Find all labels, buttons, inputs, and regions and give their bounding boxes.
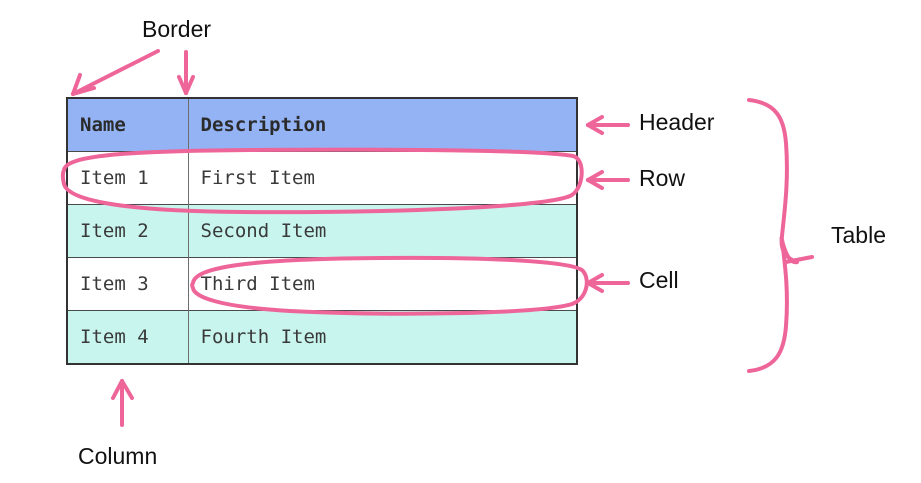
table-row[interactable]: Item 2 Second Item [68, 204, 576, 258]
column-header-description[interactable]: Description [187, 99, 576, 152]
table-brace-icon [747, 98, 814, 373]
cell-description[interactable]: First Item [187, 151, 576, 205]
cell-name[interactable]: Item 1 [68, 151, 188, 205]
annotation-label-header: Header [639, 109, 715, 135]
column-header-name[interactable]: Name [68, 99, 188, 152]
border-arrow-diagonal-icon [71, 49, 160, 96]
annotation-label-border: Border [142, 16, 212, 42]
table-row[interactable]: Item 1 First Item [68, 151, 576, 205]
annotation-label-cell: Cell [639, 267, 679, 293]
cell-description[interactable]: Second Item [187, 204, 576, 258]
cell-description[interactable]: Fourth Item [187, 310, 576, 363]
annotation-label-row: Row [639, 165, 686, 191]
row-arrow-icon [586, 170, 630, 190]
cell-description[interactable]: Third Item [187, 257, 576, 311]
demo-table: Name Description Item 1 First Item Item … [68, 99, 576, 363]
table-row[interactable]: Item 4 Fourth Item [68, 310, 576, 363]
annotation-label-table: Table [831, 222, 886, 248]
border-arrow-vertical-icon [177, 50, 195, 95]
annotation-label-column: Column [78, 443, 158, 469]
cell-arrow-icon [586, 273, 630, 293]
column-arrow-icon [111, 379, 134, 427]
cell-name[interactable]: Item 2 [68, 204, 188, 258]
header-arrow-icon [586, 115, 630, 135]
table-body: Item 1 First Item Item 2 Second Item Ite… [68, 151, 576, 363]
table-header: Name Description [68, 99, 576, 152]
demo-table-container: Name Description Item 1 First Item Item … [66, 97, 578, 365]
cell-name[interactable]: Item 3 [68, 257, 188, 311]
table-header-row: Name Description [68, 99, 576, 152]
table-row[interactable]: Item 3 Third Item [68, 257, 576, 311]
cell-name[interactable]: Item 4 [68, 310, 188, 363]
